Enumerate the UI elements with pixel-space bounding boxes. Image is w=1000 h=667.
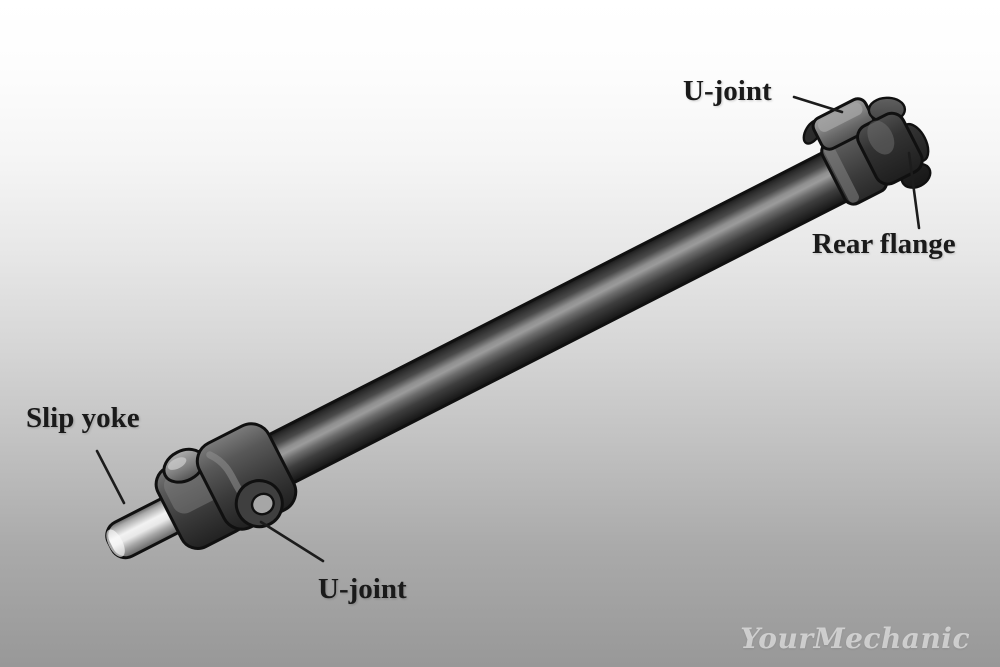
label-front-u-joint: U-joint <box>318 573 407 605</box>
label-rear-u-joint: U-joint <box>683 75 772 107</box>
leader-line-rear-u-joint <box>792 95 844 114</box>
driveshaft-assembly <box>105 96 932 560</box>
yourmechanic-watermark: YourMechanic <box>740 622 970 655</box>
label-rear-flange: Rear flange <box>812 228 956 260</box>
leader-line-front-u-joint <box>259 520 325 563</box>
driveshaft-tube <box>264 149 854 486</box>
label-slip-yoke: Slip yoke <box>26 402 140 434</box>
leader-line-rear-flange <box>907 151 921 230</box>
front-u-joint <box>154 422 298 550</box>
rear-flange <box>856 96 932 189</box>
yoke-ear-bore <box>250 492 275 516</box>
leader-line-slip-yoke <box>95 449 126 505</box>
